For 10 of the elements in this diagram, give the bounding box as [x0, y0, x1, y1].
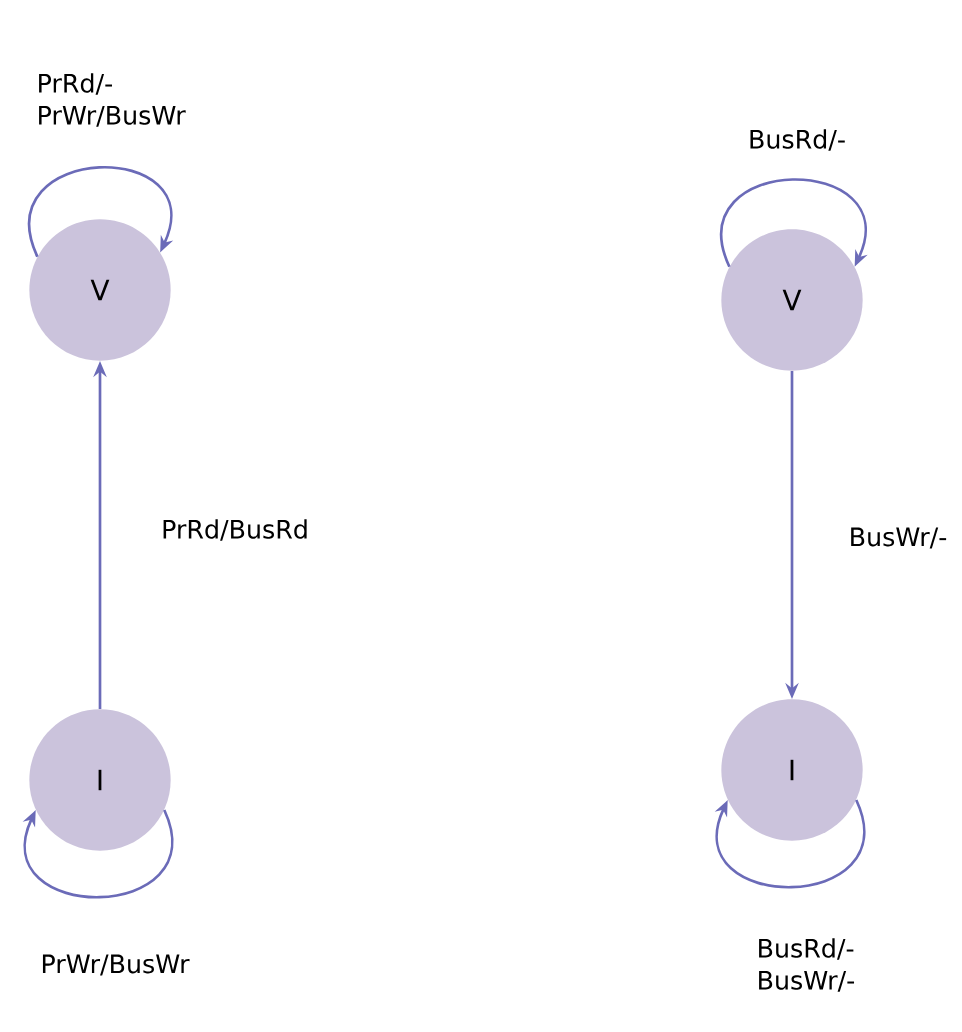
- arrow: [714, 799, 866, 889]
- edge-label: PrWr/BusWr: [42, 954, 190, 976]
- arrow: [720, 178, 868, 268]
- arrow: [22, 809, 174, 899]
- edge-label: BusRd/-: [750, 129, 845, 151]
- edge-label: PrRd/- PrWr/BusWr: [39, 73, 186, 127]
- edge-label: BusRd/- BusWr/-: [759, 938, 855, 992]
- edge-label: BusWr/-: [851, 527, 947, 549]
- edge-label: PrRd/BusRd: [163, 519, 307, 541]
- arrow: [28, 166, 174, 258]
